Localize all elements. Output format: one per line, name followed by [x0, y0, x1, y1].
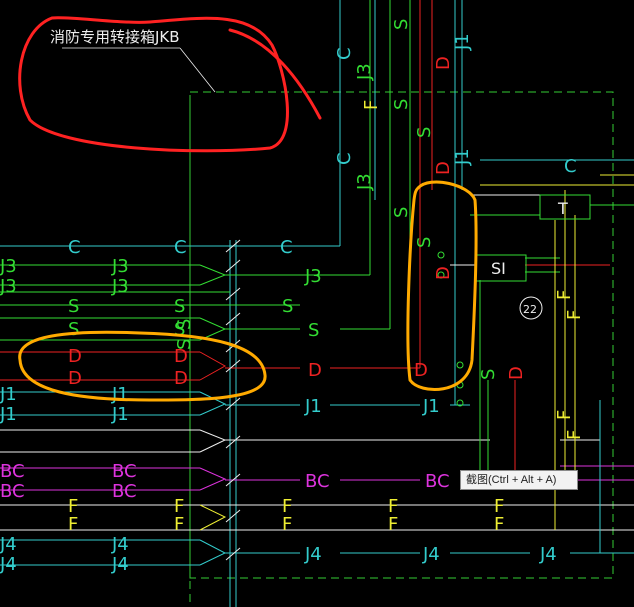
- label-bc-far: BC: [425, 471, 450, 492]
- label-f-r3-2: F: [494, 514, 504, 535]
- label-d-mid-1: D: [174, 346, 188, 367]
- bus-tick-marks: [225, 239, 241, 561]
- label-vert-s-6: S: [478, 369, 499, 380]
- label-bc-right: BC: [305, 471, 330, 492]
- wire-row-j3: [0, 0, 371, 286]
- wire-row-c: [0, 0, 341, 247]
- label-j4-mid-2: J4: [111, 554, 129, 575]
- label-d-mid-2: D: [174, 368, 188, 389]
- label-s-left-2: S: [68, 319, 79, 340]
- label-vert-s-5: S: [414, 237, 435, 248]
- label-f-r2-2: F: [388, 514, 398, 535]
- label-vert-s-3: S: [414, 127, 435, 138]
- label-vert-d-3: D: [433, 266, 454, 280]
- label-j4-far-1: J4: [422, 544, 440, 565]
- label-vert-s-4: S: [391, 207, 412, 218]
- terminal-box-t-label: T: [557, 199, 568, 218]
- label-j1-mid-1: J1: [111, 384, 129, 405]
- label-d-vert: D: [414, 360, 428, 381]
- label-vert-c-1: C: [334, 47, 355, 60]
- label-bc-left-1: BC: [0, 461, 25, 482]
- label-j4-mid-1: J4: [111, 534, 129, 555]
- label-f-mid-2: F: [174, 514, 184, 535]
- label-j3-mid-2: J3: [111, 276, 129, 297]
- terminal-box-si-label: SI: [491, 259, 506, 278]
- label-j1-left-2: J1: [0, 404, 17, 425]
- label-vert-f-3: F: [564, 430, 585, 440]
- annotation-title: 消防专用转接箱JKB: [50, 28, 180, 46]
- wire-row-j4: [0, 400, 634, 566]
- label-d-left-1: D: [68, 346, 82, 367]
- label-f-mid-1: F: [174, 496, 184, 517]
- label-j1-mid-2: J1: [111, 404, 129, 425]
- label-vert-j1-2: J1: [452, 148, 473, 166]
- label-f-left-2: F: [68, 514, 78, 535]
- wire-row-f: [0, 504, 634, 531]
- terminal-box-t: [539, 194, 591, 220]
- node-circle: [519, 296, 543, 320]
- label-s-right-1: S: [282, 296, 293, 317]
- label-bc-mid-2: BC: [112, 481, 137, 502]
- label-vert-f-5: F: [554, 410, 575, 420]
- label-vert-d-2: D: [433, 161, 454, 175]
- highlight-loop-red: [18, 16, 322, 153]
- label-d-right: D: [308, 360, 322, 381]
- label-s-mid-1: S: [174, 296, 185, 317]
- label-j3-mid-1: J3: [111, 256, 129, 277]
- label-c-far: C: [564, 156, 577, 177]
- label-j4-right: J4: [304, 544, 322, 565]
- label-j1-left-1: J1: [0, 384, 17, 405]
- label-vert-s-7: S: [174, 319, 195, 330]
- label-j4-left-2: J4: [0, 554, 17, 575]
- label-vert-j3-2: J3: [354, 173, 375, 191]
- rotated-labels: C J3 S F S D J1 S C J3 D J1 S S D S D S …: [174, 19, 585, 440]
- label-vert-s-8: S: [174, 339, 195, 350]
- left-bus-lines: [189, 100, 237, 607]
- label-c-mid: C: [174, 237, 187, 258]
- label-j3-right: J3: [304, 266, 322, 287]
- annotation-leader-diag: [179, 47, 216, 93]
- label-j4-far-2: J4: [539, 544, 557, 565]
- highlight-loop-orange-left: [18, 330, 267, 402]
- label-bc-mid-1: BC: [112, 461, 137, 482]
- label-f-left-1: F: [68, 496, 78, 517]
- label-vert-j3-1: J3: [354, 63, 375, 81]
- label-vert-f-4: F: [554, 290, 575, 300]
- label-c-left: C: [68, 237, 81, 258]
- label-j1-right: J1: [304, 396, 322, 417]
- label-j4-left-1: J4: [0, 534, 17, 555]
- label-vert-d-4: D: [506, 366, 527, 380]
- label-vert-c-2: C: [334, 152, 355, 165]
- label-f-r1-2: F: [282, 514, 292, 535]
- label-vert-f-2: F: [564, 310, 585, 320]
- label-j3-left-1: J3: [0, 256, 17, 277]
- label-s-left-1: S: [68, 296, 79, 317]
- label-vert-s-2: S: [391, 99, 412, 110]
- label-bc-left-2: BC: [0, 481, 25, 502]
- label-s-right-2: S: [308, 320, 319, 341]
- label-vert-s-1: S: [391, 19, 412, 30]
- highlight-loop-orange-right: [406, 180, 478, 391]
- label-j1-far: J1: [422, 396, 440, 417]
- label-vert-f-1: F: [361, 100, 382, 110]
- label-f-r3-1: F: [494, 496, 504, 517]
- wire-row-j1: [0, 0, 470, 416]
- screenshot-tooltip: 截图(Ctrl + Alt + A): [460, 470, 578, 490]
- label-s-mid-2: S: [174, 319, 185, 340]
- wire-row-white: [0, 429, 600, 453]
- node-circle-label: 22: [523, 303, 537, 316]
- wire-row-s-upper: [0, 0, 391, 341]
- label-f-r2-1: F: [388, 496, 398, 517]
- label-f-r1-1: F: [282, 496, 292, 517]
- label-vert-j1-1: J1: [452, 33, 473, 51]
- label-vert-d-1: D: [433, 56, 454, 70]
- label-d-left-2: D: [68, 368, 82, 389]
- label-c-right: C: [280, 237, 293, 258]
- label-j3-left-2: J3: [0, 276, 17, 297]
